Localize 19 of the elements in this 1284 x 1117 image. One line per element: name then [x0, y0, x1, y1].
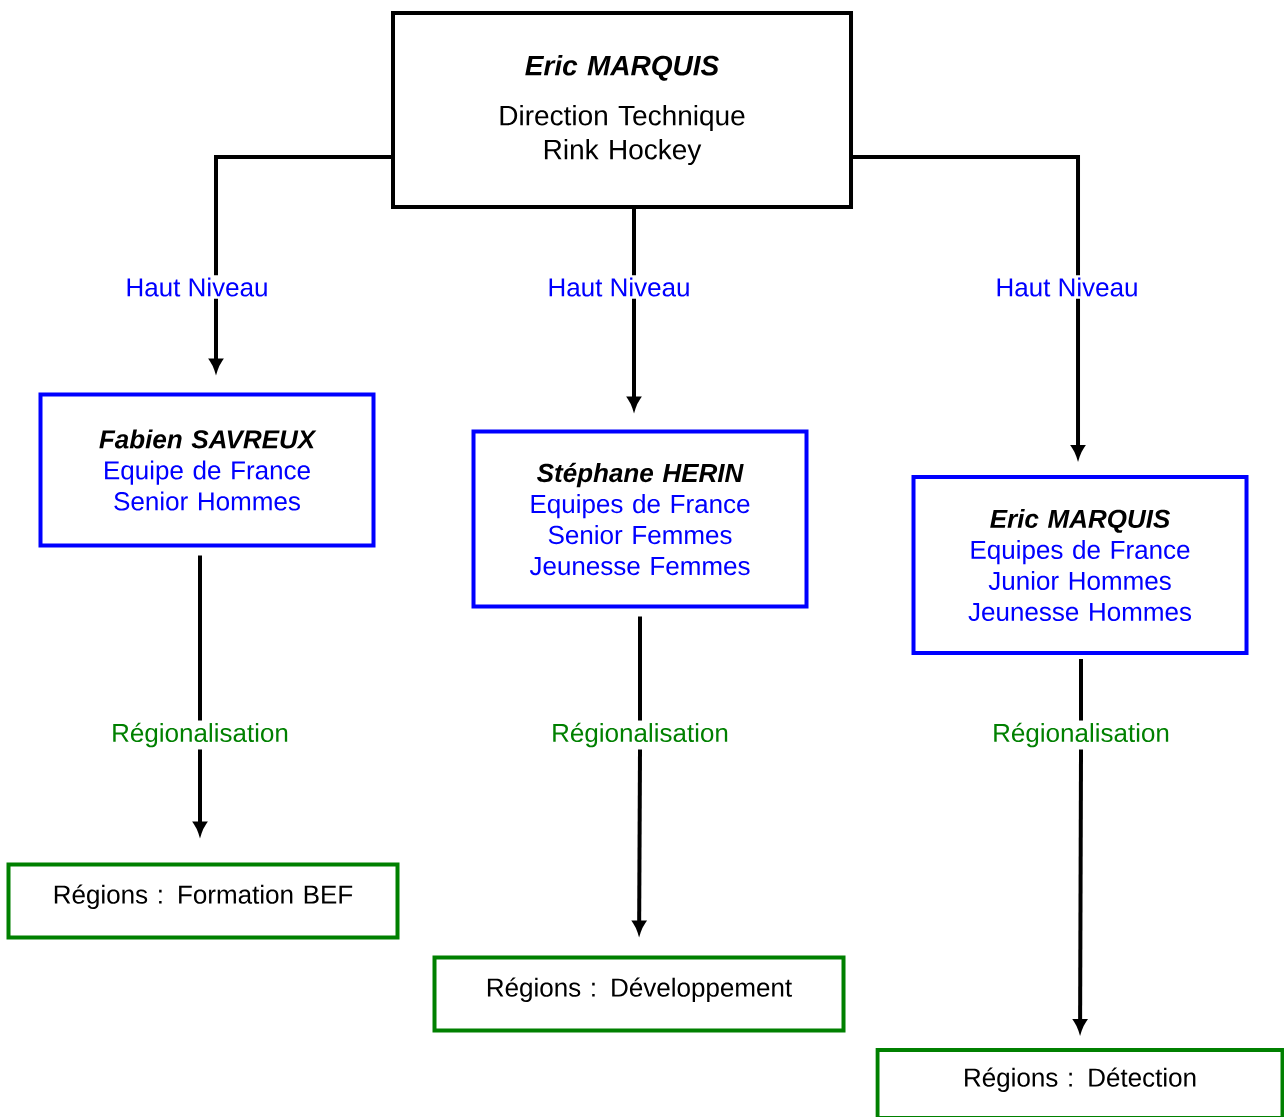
level-label: Haut Niveau	[127, 277, 267, 297]
connector-line	[214, 155, 391, 276]
coach-box: Stéphane HERIN Equipes de France Senior Femmes Jeunesse Femmes	[471, 429, 809, 609]
level-label: Régionalisation	[994, 722, 1169, 748]
connector-line	[853, 155, 1080, 276]
connector-line	[1079, 659, 1083, 721]
coach-box: Fabien SAVREUX Equipe de France Senior Hommes	[38, 392, 376, 548]
level-label: Régionalisation	[113, 722, 288, 748]
region-box: Régions : Développement	[432, 955, 846, 1033]
level-label: Haut Niveau	[997, 277, 1137, 297]
director-box: Eric MARQUIS Direction Technique Rink Hockey	[391, 11, 853, 209]
region-box: Régions : Formation BEF	[6, 862, 400, 940]
connector-line	[198, 555, 202, 721]
level-label: Haut Niveau	[549, 277, 689, 297]
connector-line	[638, 616, 642, 721]
level-label: Régionalisation	[553, 722, 728, 748]
region-box: Régions : Détection	[875, 1048, 1284, 1117]
coach-box: Eric MARQUIS Equipes de France Junior Hommes Jeunesse Hommes	[911, 475, 1249, 655]
connector-line	[632, 209, 636, 276]
